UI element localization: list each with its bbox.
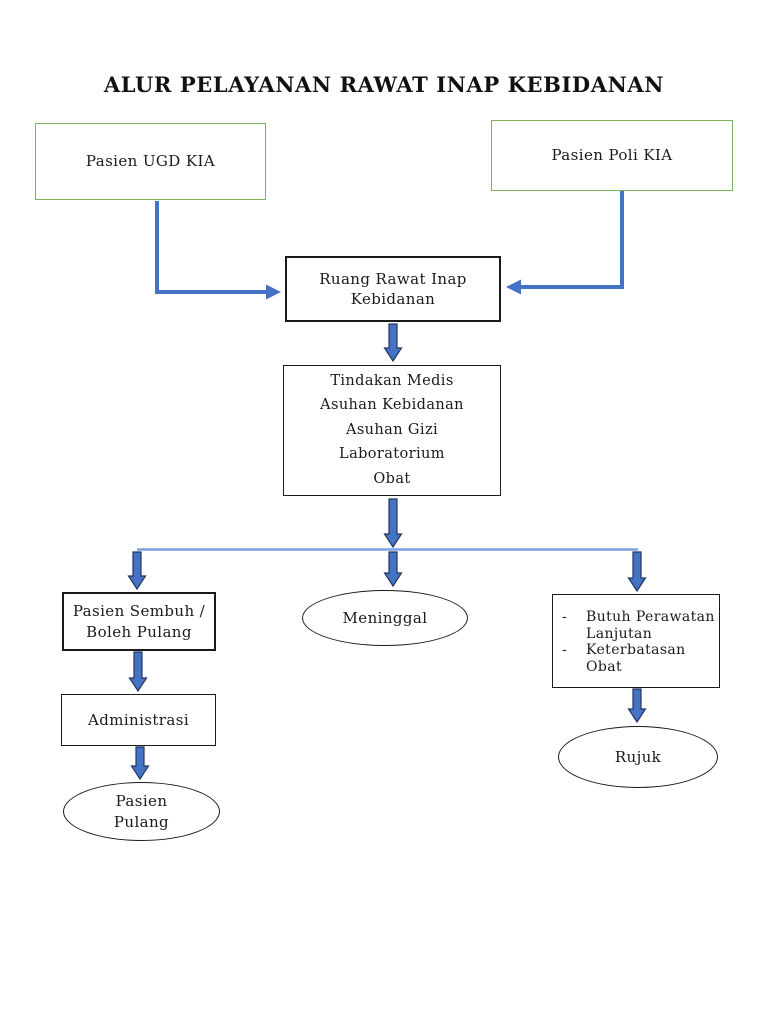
node-label-line: Boleh Pulang: [86, 622, 192, 641]
node-label: Meninggal: [342, 608, 428, 627]
node-pasien-sembuh: Pasien Sembuh / Boleh Pulang: [62, 592, 216, 651]
node-administrasi: Administrasi: [61, 694, 216, 746]
list-item: Asuhan Gizi: [345, 421, 439, 438]
node-rujuk: Rujuk: [558, 726, 718, 788]
bullet-text: Butuh Perawatan Lanjutan: [586, 609, 715, 642]
bullet-item: - Butuh Perawatan Lanjutan: [562, 609, 715, 642]
bullet-text: Keterbatasan Obat: [586, 642, 686, 675]
node-label: Pasien UGD KIA: [85, 152, 216, 171]
bullet-item: - Keterbatasan Obat: [562, 642, 715, 675]
list-item: Tindakan Medis: [330, 373, 454, 389]
node-label-line: Pasien: [115, 792, 168, 811]
arrow-administrasi-to-pulang: [130, 746, 150, 781]
node-label-line: Kebidanan: [350, 290, 436, 308]
node-meninggal: Meninggal: [302, 590, 468, 646]
node-label: Administrasi: [87, 710, 190, 729]
node-pasien-pulang: Pasien Pulang: [63, 782, 220, 841]
node-label-line: Pulang: [113, 812, 170, 831]
arrow-perawatan-to-rujuk: [627, 688, 647, 724]
list-item: Obat: [373, 470, 411, 487]
node-label-line: Pasien Sembuh /: [72, 602, 206, 621]
node-butuh-perawatan: - Butuh Perawatan Lanjutan - Keterbatasa…: [552, 594, 720, 688]
list-item: Laboratorium: [339, 446, 445, 463]
bullet-dash: -: [562, 642, 568, 658]
bullet-dash: -: [562, 609, 568, 625]
diagram-title: ALUR PELAYANAN RAWAT INAP KEBIDANAN: [103, 72, 665, 97]
node-tindakan-medis-list: Tindakan Medis Asuhan Kebidanan Asuhan G…: [283, 365, 501, 496]
arrow-ugd-to-ruang: [155, 201, 281, 300]
list-item: Asuhan Kebidanan: [320, 397, 464, 414]
arrow-poli-to-ruang: [506, 191, 624, 295]
node-label: Pasien Poli KIA: [551, 146, 673, 165]
arrow-sembuh-to-administrasi: [128, 651, 148, 693]
arrow-branch-to-perawatan: [627, 551, 647, 593]
arrow-branch-to-sembuh: [127, 551, 147, 591]
arrow-ruang-to-tindakan: [383, 323, 403, 363]
arrow-tindakan-to-branch: [383, 498, 403, 549]
node-label: Rujuk: [614, 747, 662, 766]
node-ruang-rawat-inap: Ruang Rawat Inap Kebidanan: [285, 256, 501, 322]
node-label-line: Ruang Rawat Inap: [319, 269, 467, 288]
node-pasien-ugd-kia: Pasien UGD KIA: [35, 123, 266, 200]
node-pasien-poli-kia: Pasien Poli KIA: [491, 120, 733, 191]
arrow-branch-to-meninggal: [383, 551, 403, 588]
